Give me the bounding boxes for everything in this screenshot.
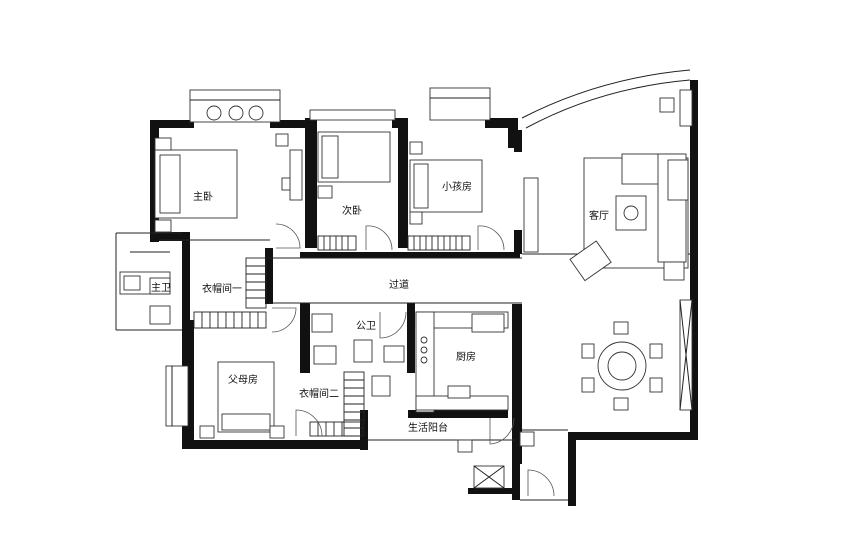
living-room-furniture — [569, 97, 689, 411]
label-corridor: 过道 — [389, 278, 409, 291]
label-master-bath: 主卫 — [151, 282, 171, 294]
room-labels: 主卧 次卧 小孩房 客厅 主卫 衣帽间一 过道 公卫 厨房 父母房 衣帽间二 生… — [151, 180, 609, 434]
master-bedroom-furniture — [154, 105, 303, 233]
service-balcony-furniture — [457, 417, 555, 497]
kids-room-furniture — [407, 141, 539, 253]
label-kids-room: 小孩房 — [442, 180, 472, 193]
label-closet-two: 衣帽间二 — [299, 387, 339, 400]
label-service-balcony: 生活阳台 — [408, 421, 448, 434]
label-kitchen: 厨房 — [456, 350, 476, 363]
label-public-bath: 公卫 — [356, 321, 376, 332]
label-closet-one: 衣帽间一 — [202, 282, 242, 295]
master-bath-furniture — [119, 251, 171, 325]
parents-room-furniture — [199, 361, 365, 439]
label-master-bedroom: 主卧 — [193, 190, 213, 203]
public-bath-furniture — [311, 311, 407, 365]
second-bedroom-furniture — [317, 131, 393, 251]
closet-one-furniture — [193, 223, 301, 333]
label-second-bedroom: 次卧 — [342, 204, 362, 217]
label-parents-room: 父母房 — [228, 373, 258, 386]
label-living-room: 客厅 — [589, 209, 609, 222]
kitchen-furniture — [371, 311, 509, 413]
